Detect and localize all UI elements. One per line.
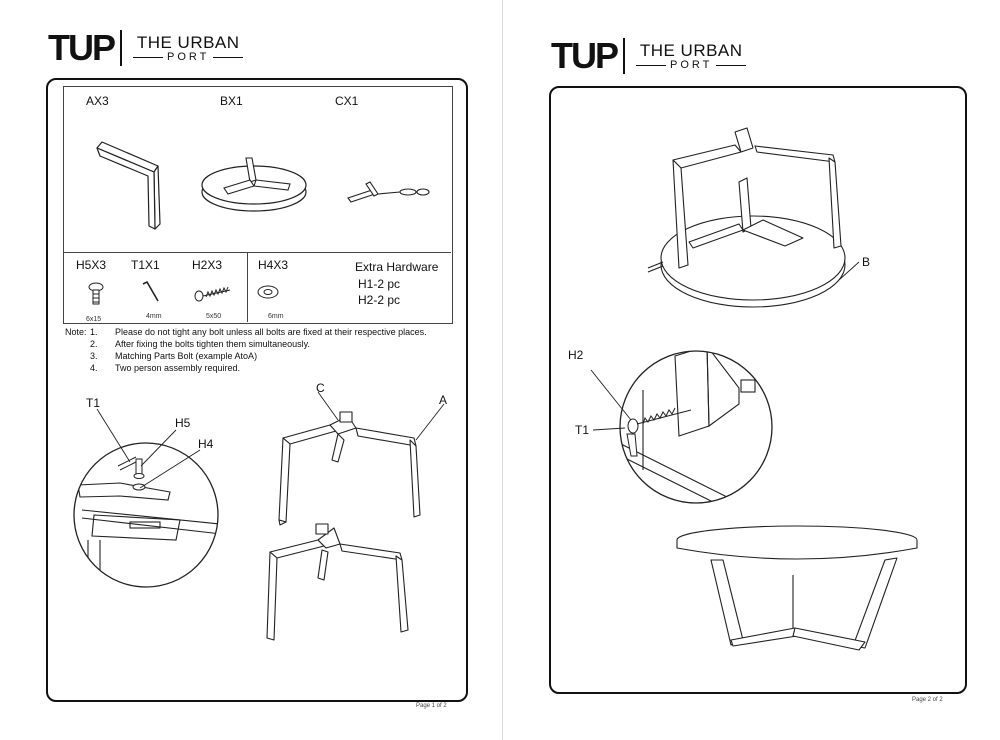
instruction-page-2: TUP THE URBAN PORT B bbox=[503, 0, 1000, 740]
parts-table-divider bbox=[63, 252, 451, 253]
logo-divider bbox=[623, 38, 625, 74]
logo-divider bbox=[120, 30, 122, 66]
callout-c: C bbox=[316, 381, 325, 395]
note-text: Matching Parts Bolt (example AtoA) bbox=[115, 351, 258, 361]
part-label-cx1: CX1 bbox=[335, 94, 359, 108]
logo-name-line1: THE URBAN bbox=[136, 32, 240, 52]
note-number: 2. bbox=[90, 339, 98, 349]
hardware-size-t1: 4mm bbox=[146, 313, 162, 320]
callout-h5: H5 bbox=[175, 416, 191, 430]
logo-name-line1: THE URBAN bbox=[639, 40, 743, 60]
hardware-size-h2: 5x50 bbox=[206, 313, 222, 320]
part-label-ax3: AX3 bbox=[86, 94, 109, 108]
instruction-page-1: TUP THE URBAN PORT AX3 BX1 CX1 bbox=[0, 0, 503, 740]
page1-footer: Page 1 of 2 bbox=[416, 703, 447, 709]
callout-t1: T1 bbox=[575, 423, 590, 437]
finished-table-drawing bbox=[676, 525, 918, 651]
hardware-column-divider bbox=[247, 252, 248, 322]
callout-h4: H4 bbox=[198, 437, 214, 451]
part-cx-bracket-drawing bbox=[347, 181, 430, 203]
note-text: After fixing the bolts tighten them simu… bbox=[115, 339, 310, 349]
callout-a: A bbox=[439, 393, 448, 407]
page2-footer: Page 2 of 2 bbox=[912, 697, 943, 703]
logo-monogram: TUP bbox=[48, 27, 116, 68]
extra-hardware-title: Extra Hardware bbox=[355, 260, 439, 274]
hardware-label-t1x1: T1X1 bbox=[131, 258, 160, 272]
brand-logo: TUP THE URBAN PORT bbox=[551, 38, 750, 74]
note-number: 1. bbox=[90, 327, 98, 337]
note-text: Please do not tight any bolt unless all … bbox=[115, 327, 427, 337]
callout-b: B bbox=[862, 255, 871, 269]
step1-leg-assembly-drawing bbox=[278, 391, 445, 526]
step2-detail-circle-drawing bbox=[590, 350, 773, 504]
logo-name-line2: PORT bbox=[632, 59, 750, 71]
hardware-size-h4: 6mm bbox=[268, 313, 284, 320]
notes-prefix: Note: bbox=[65, 327, 87, 337]
note-number: 3. bbox=[90, 351, 98, 361]
hardware-label-h2x3: H2X3 bbox=[192, 258, 223, 272]
note-text: Two person assembly required. bbox=[115, 363, 241, 373]
part-label-bx1: BX1 bbox=[220, 94, 243, 108]
step1-detail-circle-drawing bbox=[73, 408, 219, 588]
assembly-notes: Note: 1. Please do not tight any bolt un… bbox=[65, 326, 427, 374]
brand-logo: TUP THE URBAN PORT bbox=[48, 30, 247, 66]
hardware-size-h5: 6x15 bbox=[86, 316, 102, 323]
hardware-label-h5x3: H5X3 bbox=[76, 258, 107, 272]
step1-leg-assembly-result-drawing bbox=[266, 523, 409, 641]
hardware-label-h4x3: H4X3 bbox=[258, 258, 289, 272]
step2-base-on-legs-drawing bbox=[647, 127, 860, 308]
extra-hardware-line2: H2-2 pc bbox=[358, 293, 401, 307]
note-number: 4. bbox=[90, 363, 98, 373]
callout-t1: T1 bbox=[86, 396, 101, 410]
hardware-drawings bbox=[88, 280, 279, 305]
callout-h2: H2 bbox=[568, 348, 584, 362]
part-ax-leg-drawing bbox=[96, 141, 161, 230]
part-bx-base-drawing bbox=[201, 157, 307, 212]
extra-hardware-line1: H1-2 pc bbox=[358, 277, 401, 291]
logo-name-line2: PORT bbox=[129, 51, 247, 63]
logo-monogram: TUP bbox=[551, 35, 619, 76]
parts-table bbox=[63, 86, 453, 324]
